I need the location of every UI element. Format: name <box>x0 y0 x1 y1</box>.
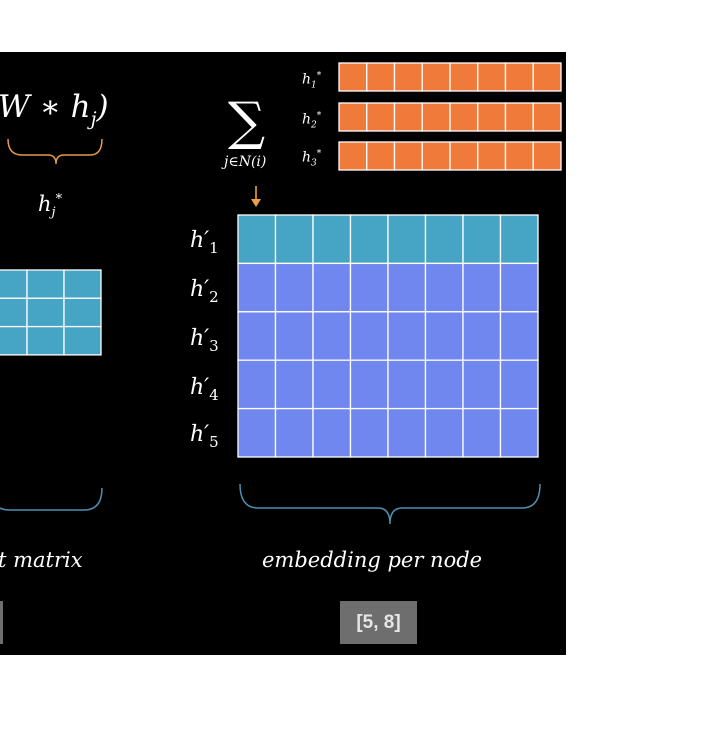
neighbor-2-cell <box>532 102 562 132</box>
neighbor-3-cell <box>421 141 451 171</box>
embedding-cell-row-5 <box>274 407 314 458</box>
weight-cell <box>0 325 28 356</box>
embedding-cell-row-2 <box>499 262 539 313</box>
row-label-4: h′4 <box>190 375 219 404</box>
weight-cell <box>26 297 65 328</box>
embedding-cell-row-3 <box>349 311 389 361</box>
embedding-cell-row-5 <box>387 407 427 458</box>
row-label-1: h′1 <box>190 228 219 257</box>
embedding-cell-row-5 <box>499 407 539 458</box>
embedding-cell-row-4 <box>349 359 389 410</box>
weight-cell <box>0 297 28 328</box>
embedding-matrix <box>237 214 539 458</box>
sum-symbol: ∑ <box>228 92 266 152</box>
embedding-cell-row-1 <box>312 214 352 265</box>
neighbor-2-cell <box>504 102 534 132</box>
embedding-cell-row-5 <box>237 407 277 458</box>
embedding-cell-row-4 <box>424 359 464 410</box>
left-blue-brace <box>0 487 103 511</box>
embedding-cell-row-3 <box>387 311 427 361</box>
weight-cell <box>63 325 102 356</box>
neighbor-1-cell <box>366 62 396 92</box>
embedding-cell-row-3 <box>499 311 539 361</box>
embedding-cell-row-2 <box>237 262 277 313</box>
embedding-cell-row-1 <box>349 214 389 265</box>
weight-cell <box>63 297 102 328</box>
embedding-cell-row-1 <box>274 214 314 265</box>
embedding-cell-row-3 <box>312 311 352 361</box>
formula: W ∗ hj) <box>0 89 109 130</box>
shape-badge: [5, 8] <box>340 601 417 644</box>
embedding-cell-row-2 <box>274 262 314 313</box>
neighbor-1-cell <box>393 62 423 92</box>
weight-matrix <box>0 269 102 356</box>
neighbor-2-cell <box>449 102 479 132</box>
embedding-cell-row-4 <box>387 359 427 410</box>
embedding-cell-row-2 <box>462 262 502 313</box>
embedding-cell-row-2 <box>424 262 464 313</box>
neighbor-2-cell <box>338 102 368 132</box>
neighbor-3-cell <box>532 141 562 171</box>
brace-label: hj* <box>38 192 63 221</box>
embedding-cell-row-5 <box>349 407 389 458</box>
neighbor-2-cell <box>393 102 423 132</box>
weight-cell <box>26 269 65 299</box>
weight-cell <box>26 325 65 356</box>
embedding-cell-row-1 <box>424 214 464 265</box>
neighbor-1-cell <box>532 62 562 92</box>
embedding-cell-row-5 <box>462 407 502 458</box>
orange-brace <box>7 138 103 165</box>
neighbor-2-cell <box>366 102 396 132</box>
arrow-head <box>251 199 261 207</box>
weight-cell <box>63 269 102 299</box>
neighbor-3-cell <box>477 141 507 171</box>
right-blue-brace <box>239 483 541 525</box>
neighbor-3-cell <box>449 141 479 171</box>
neighbor-1-cell <box>449 62 479 92</box>
embedding-cell-row-3 <box>274 311 314 361</box>
diagram-shapes <box>0 62 562 525</box>
embedding-cell-row-1 <box>237 214 277 265</box>
neighbor-3-cell <box>338 141 368 171</box>
neighbor-label-2: h2* <box>302 111 322 131</box>
embedding-cell-row-3 <box>237 311 277 361</box>
neighbor-1-cell <box>421 62 451 92</box>
embedding-cell-row-5 <box>424 407 464 458</box>
neighbor-2-cell <box>421 102 451 132</box>
left-shape-badge <box>0 601 3 644</box>
embedding-cell-row-2 <box>387 262 427 313</box>
neighbor-3-cell <box>504 141 534 171</box>
right-caption: embedding per node <box>262 548 483 572</box>
neighbor-2-cell <box>477 102 507 132</box>
embedding-cell-row-1 <box>462 214 502 265</box>
row-label-5: h′5 <box>190 422 219 451</box>
neighbor-label-1: h1* <box>302 71 322 91</box>
embedding-cell-row-2 <box>312 262 352 313</box>
embedding-cell-row-1 <box>499 214 539 265</box>
embedding-cell-row-4 <box>274 359 314 410</box>
embedding-cell-row-4 <box>462 359 502 410</box>
row-label-3: h′3 <box>190 326 219 355</box>
embedding-cell-row-2 <box>349 262 389 313</box>
embedding-cell-row-4 <box>499 359 539 410</box>
embedding-cell-row-5 <box>312 407 352 458</box>
neighbor-label-3: h3* <box>302 149 322 169</box>
neighbor-3-cell <box>366 141 396 171</box>
embedding-cell-row-1 <box>387 214 427 265</box>
neighbor-1-cell <box>477 62 507 92</box>
neighbor-3-cell <box>393 141 423 171</box>
weight-cell <box>0 269 28 299</box>
embedding-cell-row-3 <box>424 311 464 361</box>
diagram-stage: W ∗ hj) hj* ∑ j∈N(i) h1* h2* h3* h′1 h′2… <box>0 52 566 655</box>
neighbor-vectors <box>338 62 562 171</box>
embedding-cell-row-4 <box>237 359 277 410</box>
neighbor-1-cell <box>338 62 368 92</box>
embedding-cell-row-4 <box>312 359 352 410</box>
sum-subscript: j∈N(i) <box>224 154 267 170</box>
neighbor-1-cell <box>504 62 534 92</box>
row-label-2: h′2 <box>190 277 219 306</box>
left-caption: t matrix <box>0 548 83 572</box>
embedding-cell-row-3 <box>462 311 502 361</box>
